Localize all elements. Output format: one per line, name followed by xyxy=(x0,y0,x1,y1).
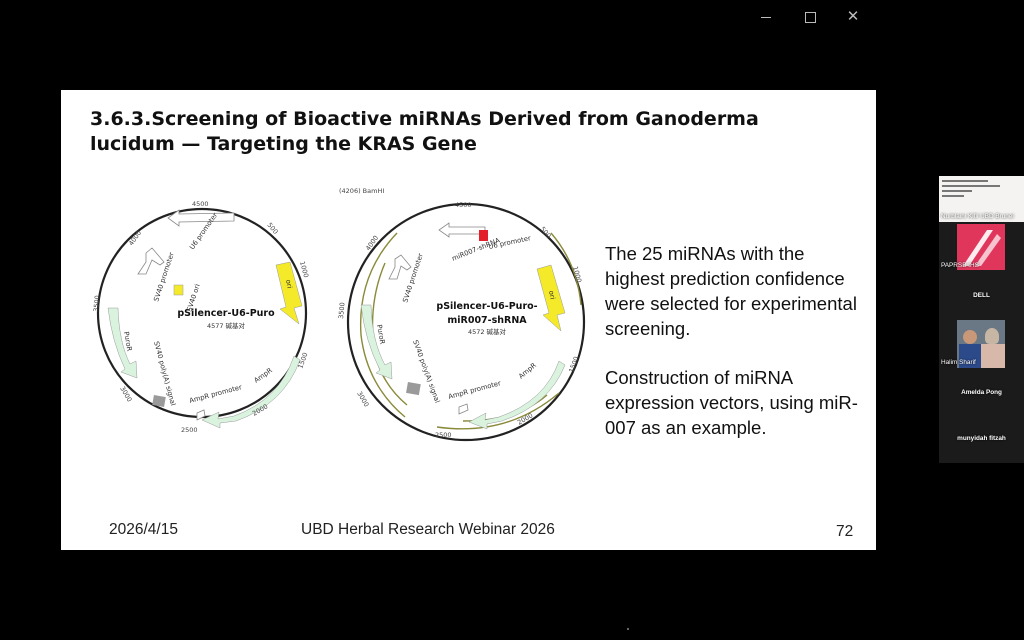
slide-footer-date: 2026/4/15 xyxy=(109,521,178,538)
document-thumbnail-line xyxy=(942,185,1000,187)
participant-tile[interactable]: Halim Sharif xyxy=(939,319,1024,371)
maximize-icon xyxy=(805,12,816,23)
tick-label: 4500 xyxy=(455,201,472,209)
u6-promoter-feature xyxy=(438,222,486,238)
participant-video-thumbnail xyxy=(957,320,1005,368)
participant-tile[interactable]: Amelda Pong xyxy=(939,371,1024,417)
bamhi-site-marker xyxy=(479,230,488,241)
participant-name: Amelda Pong xyxy=(961,389,1002,396)
shared-slide: 3.6.3.Screening of Bioactive miRNAs Deri… xyxy=(61,90,876,550)
participant-name: munyidah fitzah xyxy=(957,435,1006,442)
plasmid-backbone-circle xyxy=(346,202,586,442)
label-ampr-promoter: AmpR promoter xyxy=(447,379,501,401)
plasmid-size: 4577 碱基对 xyxy=(207,321,246,330)
inner-arc xyxy=(359,232,406,418)
tick-label: 3500 xyxy=(92,295,101,312)
small-grey-feature xyxy=(152,395,166,407)
ampr-feature xyxy=(201,355,301,429)
participant-name: DELL xyxy=(973,292,990,299)
label-ampr: AmpR xyxy=(253,366,274,384)
maximize-button[interactable] xyxy=(795,6,825,28)
tick-label: 4500 xyxy=(192,200,209,208)
participant-tile[interactable]: PAPRSB IHS xyxy=(939,222,1024,273)
bamhi-site-label: (4206) BamHI xyxy=(339,187,384,195)
ori-feature xyxy=(275,261,303,325)
participant-name: PAPRSB IHS xyxy=(941,262,979,269)
minimize-icon xyxy=(761,17,771,18)
tick-label: 3000 xyxy=(355,390,370,408)
ampr-promoter-feature xyxy=(458,403,469,415)
tick-label: 2500 xyxy=(435,431,452,439)
slide-paragraph-construction: Construction of miRNA expression vectors… xyxy=(605,367,858,438)
participant-panel: Nurblaini Kifli UBD Brunei PAPRSB IHS DE… xyxy=(939,176,1024,463)
slide-page-number: 72 xyxy=(836,523,854,540)
label-ori: ori xyxy=(284,279,293,289)
participant-name: Nurblaini Kifli UBD Brunei xyxy=(941,213,1014,220)
plasmid-name-line-1: pSilencer-U6-Puro- xyxy=(436,301,537,312)
slide-title: 3.6.3.Screening of Bioactive miRNAs Deri… xyxy=(90,107,810,157)
document-thumbnail-line xyxy=(942,190,972,192)
sv40-promoter-feature xyxy=(137,247,165,275)
document-thumbnail-line xyxy=(942,195,964,197)
plasmid-map-pSilencer-U6-Puro: pSilencer-U6-Puro 4577 碱基对 U6 promoter S… xyxy=(92,192,314,440)
participant-tile[interactable]: DELL xyxy=(939,273,1024,319)
close-icon: ✕ xyxy=(846,8,860,25)
ori-feature xyxy=(536,264,566,332)
participant-tile[interactable]: Nurblaini Kifli UBD Brunei xyxy=(939,176,1024,222)
slide-paragraph-selection: The 25 miRNAs with the highest predictio… xyxy=(605,243,857,339)
tick-label: 4000 xyxy=(127,229,143,247)
ampr-feature xyxy=(468,360,566,430)
ampr-promoter-feature xyxy=(196,409,206,421)
tick-label: 3500 xyxy=(337,302,346,319)
label-puror: PuroR xyxy=(375,324,386,345)
decorative-dot xyxy=(627,628,629,630)
inner-arc xyxy=(436,392,560,430)
minimize-button[interactable] xyxy=(751,6,781,28)
slide-title-line-2: lucidum — Targeting the KRAS Gene xyxy=(90,133,477,155)
inner-arc xyxy=(550,232,582,306)
plasmid-map-pSilencer-U6-Puro-miR007-shRNA: (4206) BamHI pSilencer-U6-Puro- miR007-s… xyxy=(337,185,601,447)
small-grey-feature xyxy=(406,382,421,396)
plasmid-size: 4572 碱基对 xyxy=(468,327,507,336)
tick-label: 2000 xyxy=(251,403,269,418)
puror-feature xyxy=(107,307,138,379)
plasmid-name-line-2: miR007-shRNA xyxy=(447,315,527,326)
label-ampr-promoter: AmpR promoter xyxy=(188,383,242,405)
label-ampr: AmpR xyxy=(517,361,538,380)
u6-promoter-feature xyxy=(167,209,235,227)
document-thumbnail-line xyxy=(942,180,988,182)
puror-feature xyxy=(360,304,393,380)
close-button[interactable]: ✕ xyxy=(838,6,868,28)
paprsb-logo xyxy=(957,224,1005,270)
slide-footer-event: UBD Herbal Research Webinar 2026 xyxy=(301,521,555,538)
window-title-bar: ✕ xyxy=(0,0,1024,34)
tick-label: 2500 xyxy=(181,426,198,434)
sv40-ori-feature xyxy=(173,284,184,296)
tick-label: 500 xyxy=(538,225,552,240)
slide-title-line-1: 3.6.3.Screening of Bioactive miRNAs Deri… xyxy=(90,108,759,130)
tick-label: 1500 xyxy=(567,355,580,373)
sv40-promoter-feature xyxy=(388,254,412,280)
label-ori: ori xyxy=(547,290,556,300)
label-puror: PuroR xyxy=(122,331,133,352)
plasmid-name: pSilencer-U6-Puro xyxy=(177,308,275,319)
participant-tile[interactable]: munyidah fitzah xyxy=(939,417,1024,463)
participant-name: Halim Sharif xyxy=(941,359,976,366)
